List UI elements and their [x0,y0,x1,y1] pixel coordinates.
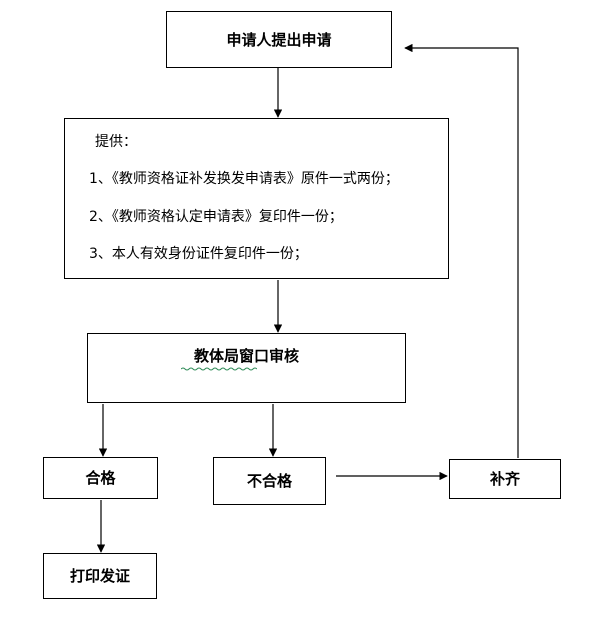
review-step-box: 教体局窗口审核 [87,333,406,403]
document-item: 1、《教师资格证补发换发申请表》原件一式两份； [89,171,399,187]
arrow-supplement-to-applicant [404,43,519,458]
supplement-step-box: 补齐 [449,459,561,499]
applicant-step-label: 申请人提出申请 [226,31,332,49]
document-item: 2、《教师资格认定申请表》复印件一份； [89,209,343,225]
fail-result-label: 不合格 [246,472,292,490]
fail-result-box: 不合格 [213,457,326,505]
pass-result-label: 合格 [85,469,116,487]
documents-heading: 提供： [95,134,137,150]
supplement-step-label: 补齐 [489,470,520,488]
applicant-step-box: 申请人提出申请 [166,11,392,68]
spellcheck-underline [181,367,257,371]
required-documents-box: 提供： 1、《教师资格证补发换发申请表》原件一式两份； 2、《教师资格认定申请表… [64,118,449,279]
issue-certificate-box: 打印发证 [43,553,157,599]
pass-result-box: 合格 [43,457,158,499]
document-item: 3、本人有效身份证件复印件一份； [89,246,308,262]
issue-certificate-label: 打印发证 [69,567,130,585]
review-step-label: 教体局窗口审核 [193,347,299,365]
